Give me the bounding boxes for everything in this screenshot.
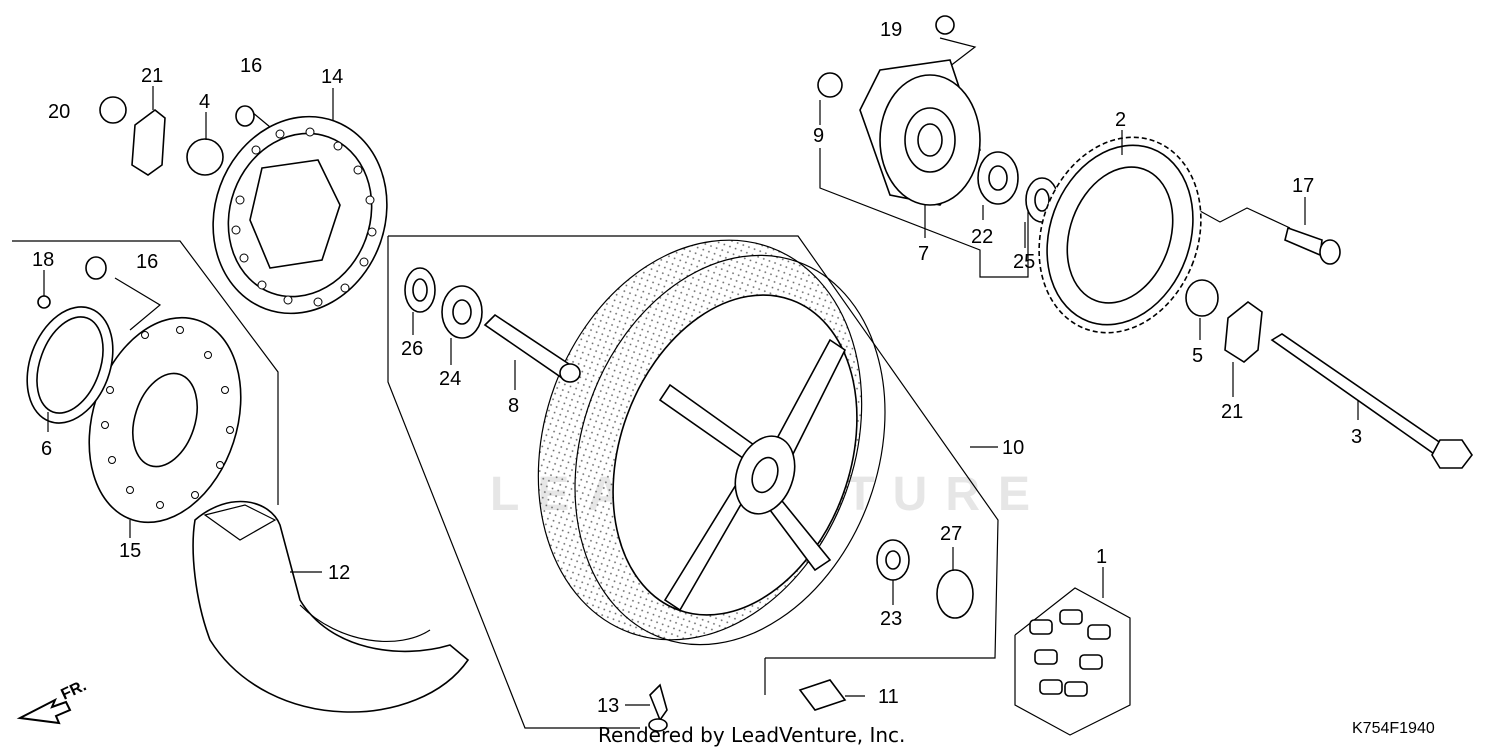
disc-group-bracket [12,240,279,505]
tire-12-inner [203,504,277,541]
callout-26: 26 [401,338,423,360]
nut-kit-1 [1029,609,1111,697]
callout-3: 3 [1351,426,1362,448]
leader-16a [251,111,271,128]
collar-5 [1185,279,1219,317]
callout-leaders [43,86,1359,706]
callout-15: 15 [119,540,141,562]
sprocket-2 [1038,136,1202,334]
callout-23: 23 [880,608,902,630]
callout-21-right: 21 [1221,401,1243,423]
callout-7: 7 [918,243,929,265]
brake-disc-15 [88,316,242,524]
wheel-group-box [388,235,999,659]
callout-12: 12 [328,562,350,584]
direction-label: FR. [59,677,90,703]
bolt-16-upper [235,105,255,127]
driven-flange-7 [859,59,981,206]
callout-27: 27 [940,523,962,545]
tone-ring-6 [26,306,114,424]
callout-25: 25 [1013,251,1035,273]
valve-13 [649,683,668,722]
callout-1: 1 [1096,546,1107,568]
callout-4: 4 [199,91,210,113]
bolt-18 [37,295,51,309]
callout-5: 5 [1192,345,1203,367]
adjuster-21-left [131,108,166,176]
collar-9 [817,72,843,98]
nut-19 [935,15,955,35]
hub-group-bracket [819,148,1029,278]
callout-10: 10 [1002,437,1024,459]
callout-6: 6 [41,438,52,460]
collar-4 [186,138,224,176]
bolt-16-lower [85,256,107,280]
leader-19 [939,37,977,71]
tire-12 [192,500,470,713]
o-ring-27 [936,569,974,619]
wheel-10 [537,239,886,646]
tire-12-tread [299,604,431,643]
callout-16-upper: 16 [240,55,262,77]
wheel-group-box-left [387,236,640,729]
brake-disc-14 [212,115,388,315]
callout-2: 2 [1115,109,1126,131]
callout-16-lower: 16 [136,251,158,273]
adjuster-21-right [1224,300,1263,363]
callout-13: 13 [597,695,619,717]
callout-20: 20 [48,101,70,123]
callout-9: 9 [813,125,824,147]
callout-14: 14 [321,66,343,88]
callout-8: 8 [508,395,519,417]
diagram-code: K754F1940 [1352,720,1435,737]
callout-19: 19 [880,19,902,41]
balance-weight-11 [798,679,847,711]
kit-box [1014,587,1131,736]
callout-24: 24 [439,368,461,390]
callout-22: 22 [971,226,993,248]
callout-labels: 1 2 3 4 5 6 7 8 9 10 11 12 13 14 15 16 1… [32,19,1362,717]
callout-17: 17 [1292,175,1314,197]
bolt-17 [1284,226,1323,257]
callout-21-left: 21 [141,65,163,87]
callout-11: 11 [878,686,899,708]
leader-16b [114,277,162,331]
render-credit: Rendered by LeadVenture, Inc. [598,723,905,747]
callout-18: 18 [32,249,54,271]
front-direction-arrow: FR. [16,677,90,725]
nut-20 [99,96,127,124]
